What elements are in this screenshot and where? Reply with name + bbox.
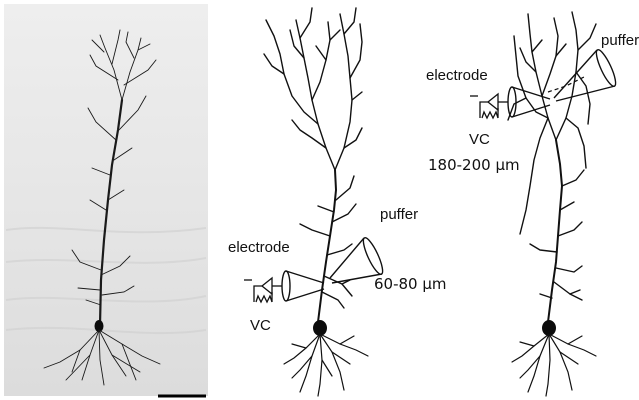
neuron-drawing-proximal [264, 8, 362, 322]
distance-label-distal: 180-200 μm [428, 156, 520, 174]
puffer-label-proximal: puffer [380, 206, 418, 223]
vc-amplifier-distal [470, 94, 508, 118]
electrode-label-proximal: electrode [228, 239, 290, 256]
vc-amplifier-proximal [244, 278, 282, 302]
neuron-drawing-distal [508, 12, 596, 322]
distance-label-proximal: 60-80 μm [374, 275, 447, 293]
schematic-proximal-recording: electrode puffer VC 60-80 μm [228, 8, 447, 396]
vc-label-distal: VC [469, 131, 490, 148]
electrode-label-distal: electrode [426, 67, 488, 84]
vc-label-proximal: VC [250, 317, 271, 334]
schematic-distal-recording: electrode puffer VC 180-200 μm [426, 12, 639, 396]
neuron-micrograph [4, 4, 208, 396]
electrode-pipette-proximal [282, 271, 324, 301]
basal-dendrites-proximal [284, 334, 368, 396]
micrograph-background [4, 4, 208, 396]
basal-dendrites-distal [512, 334, 596, 396]
puffer-label-distal: puffer [601, 32, 639, 49]
puffer-pipette-distal [554, 48, 619, 101]
